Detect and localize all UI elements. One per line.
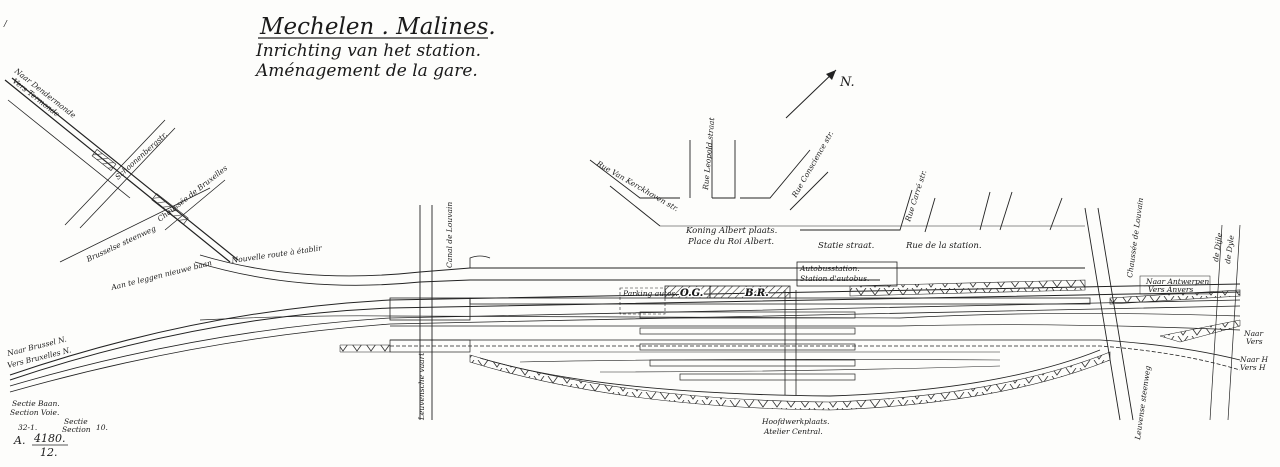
label-rue-de-la-station: Rue de la station. xyxy=(905,241,982,251)
label-schoonenbergstr: Schoonenbergstr. xyxy=(113,130,169,181)
label-statie-straat: Statie straat. xyxy=(818,241,874,251)
label-32-1: 32-1. xyxy=(18,423,37,432)
label-section: Section xyxy=(62,425,91,434)
label-koning-albert-plaats: Koning Albert plaats. xyxy=(685,226,777,236)
label-og-ink: O.G. xyxy=(680,288,703,299)
title-block: Mechelen . Malines. Inrichting van het s… xyxy=(254,14,496,81)
label-rue-conscience: Rue Conscience str. xyxy=(789,129,835,199)
label-10: 10. xyxy=(96,423,108,432)
reference-block: Sectie Baan. Section Voie. 32-1. Sectie … xyxy=(10,399,108,459)
label-a: A. xyxy=(13,434,25,447)
dijle-river xyxy=(1209,224,1241,421)
title-line-1: Mechelen . Malines. xyxy=(259,14,496,40)
label-sectie-baan: Sectie Baan. xyxy=(12,399,60,408)
label-naar-h: Naar H xyxy=(1239,355,1268,364)
label-vers-h: Vers H xyxy=(1240,363,1266,372)
label-4180: 4180. xyxy=(33,432,66,445)
label-hoofdwerkplaats: Hoofdwerkplaats. xyxy=(761,417,830,426)
north-arrow: N. xyxy=(785,69,855,119)
label-station-autobus: Station d'autobus. xyxy=(800,274,869,283)
track-bundle xyxy=(9,283,1241,397)
embankments xyxy=(339,279,1241,411)
label-og: O.G. xyxy=(680,288,703,299)
dendermonde-railway xyxy=(4,77,239,263)
label-brusselse-steenweg: Brusselse steenweg xyxy=(84,224,157,265)
canal-louvain xyxy=(389,205,471,420)
label-naar-right: Naar xyxy=(1243,329,1264,338)
label-12: 12. xyxy=(40,446,58,459)
label-naar-antwerpen: Naar Antwerpen xyxy=(1145,277,1209,286)
title-line-3: Aménagement de la gare. xyxy=(254,61,478,81)
label-rue-carre: Rue Carré str. xyxy=(903,169,928,224)
label-leuvense-steenweg: Leuvense steenweg xyxy=(1133,365,1152,441)
label-chaussee-de-louvain: Chaussée de Louvain xyxy=(1125,197,1145,278)
label-place-roi-albert: Place du Roi Albert. xyxy=(687,237,774,247)
title-line-2: Inrichting van het station. xyxy=(255,41,481,61)
label-rue-van-kerckhoven: Rue Van Kerckhoven str. xyxy=(594,158,680,213)
label-chaussee-bruxelles: Chaussée de Bruxelles xyxy=(156,163,230,223)
label-canal-de-louvain: Canal de Louvain xyxy=(445,202,454,268)
label-section-voie: Section Voie. xyxy=(10,408,59,417)
label-rue-leopold: Rue Leopold straat xyxy=(701,116,716,191)
station-buildings xyxy=(619,261,898,315)
label-br: B.R. xyxy=(744,288,769,299)
label-aan-te-leggen: Aan te leggen nieuwe baan xyxy=(109,258,213,292)
street-blocks xyxy=(589,140,1085,233)
label-br-ink: B.R. xyxy=(744,288,769,299)
label-de-dijle: de Dijle xyxy=(1211,232,1224,263)
label-atelier-central: Atelier Central. xyxy=(763,427,823,436)
margin-mark: / xyxy=(3,19,8,29)
label-nouvelle-route: Nouvelle route à établir xyxy=(230,243,323,265)
label-vers-anvers: Vers Anvers xyxy=(1148,285,1193,294)
label-leuvensche-vaart: Leuvensche vaart xyxy=(417,352,426,421)
label-sectie: Sectie xyxy=(64,417,88,426)
label-vers-right: Vers xyxy=(1246,337,1263,346)
label-de-dyle: de Dyle xyxy=(1223,234,1236,264)
north-label: N. xyxy=(839,75,855,90)
label-parking-autos: Parking autos. xyxy=(622,289,678,298)
chaussee-louvain-road xyxy=(1084,207,1134,421)
label-autobusstation: Autobusstation. xyxy=(799,264,860,273)
